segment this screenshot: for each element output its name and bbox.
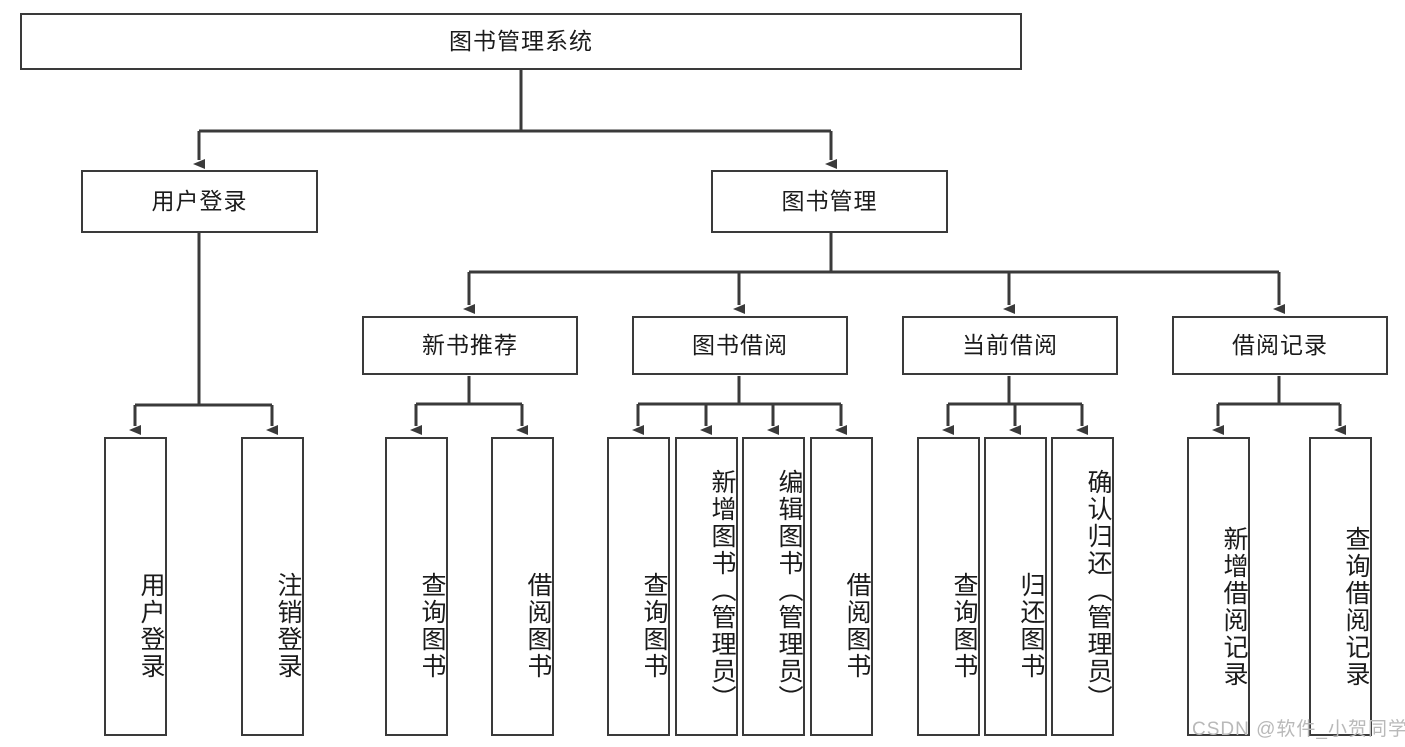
node-new-book-recommendation[interactable]: 新书推荐 — [362, 316, 578, 375]
node-label: 当前借阅 — [962, 331, 1058, 358]
node-borrow-records[interactable]: 借阅记录 — [1172, 316, 1388, 375]
node-label: 确认归还（管理员） — [1084, 469, 1112, 712]
node-label: 查询图书 — [640, 571, 668, 680]
node-label: 借阅图书 — [524, 571, 552, 680]
leaf-book-borrow-edit-book-admin[interactable]: 编辑图书（管理员） — [742, 437, 805, 736]
node-label: 注销登录 — [274, 571, 302, 680]
node-book-management[interactable]: 图书管理 — [711, 170, 948, 233]
node-book-borrowing[interactable]: 图书借阅 — [632, 316, 848, 375]
leaf-new-book-query-book[interactable]: 查询图书 — [385, 437, 448, 736]
node-label: 图书管理系统 — [449, 27, 593, 54]
node-label: 编辑图书（管理员） — [775, 469, 803, 712]
node-label: 新增借阅记录 — [1220, 525, 1248, 688]
node-user-login[interactable]: 用户登录 — [81, 170, 318, 233]
node-label: 图书借阅 — [692, 331, 788, 358]
leaf-new-book-borrow-book[interactable]: 借阅图书 — [491, 437, 554, 736]
leaf-current-borrow-return-book[interactable]: 归还图书 — [984, 437, 1047, 736]
node-label: 查询图书 — [418, 571, 446, 680]
leaf-current-borrow-confirm-return-admin[interactable]: 确认归还（管理员） — [1051, 437, 1114, 736]
leaf-book-borrow-add-book-admin[interactable]: 新增图书（管理员） — [675, 437, 738, 736]
node-label: 新增图书（管理员） — [708, 469, 736, 712]
node-label: 查询借阅记录 — [1342, 525, 1370, 688]
node-label: 借阅图书 — [843, 571, 871, 680]
node-label: 查询图书 — [950, 571, 978, 680]
leaf-user-login-login[interactable]: 用户登录 — [104, 437, 167, 736]
node-label: 图书管理 — [781, 187, 878, 214]
node-root-library-management-system[interactable]: 图书管理系统 — [20, 13, 1022, 70]
leaf-borrow-record-add-record[interactable]: 新增借阅记录 — [1187, 437, 1250, 736]
node-label: 用户登录 — [137, 571, 165, 680]
node-label: 用户登录 — [151, 187, 248, 214]
node-label: 借阅记录 — [1232, 331, 1328, 358]
node-label: 新书推荐 — [422, 331, 518, 358]
leaf-borrow-record-query-record[interactable]: 查询借阅记录 — [1309, 437, 1372, 736]
leaf-current-borrow-query-book[interactable]: 查询图书 — [917, 437, 980, 736]
leaf-user-login-logout[interactable]: 注销登录 — [241, 437, 304, 736]
leaf-book-borrow-query-book[interactable]: 查询图书 — [607, 437, 670, 736]
node-label: 归还图书 — [1017, 571, 1045, 680]
csdn-watermark: CSDN @软件_小贺同学 — [1192, 719, 1405, 740]
leaf-book-borrow-borrow-book[interactable]: 借阅图书 — [810, 437, 873, 736]
node-current-borrowing[interactable]: 当前借阅 — [902, 316, 1118, 375]
